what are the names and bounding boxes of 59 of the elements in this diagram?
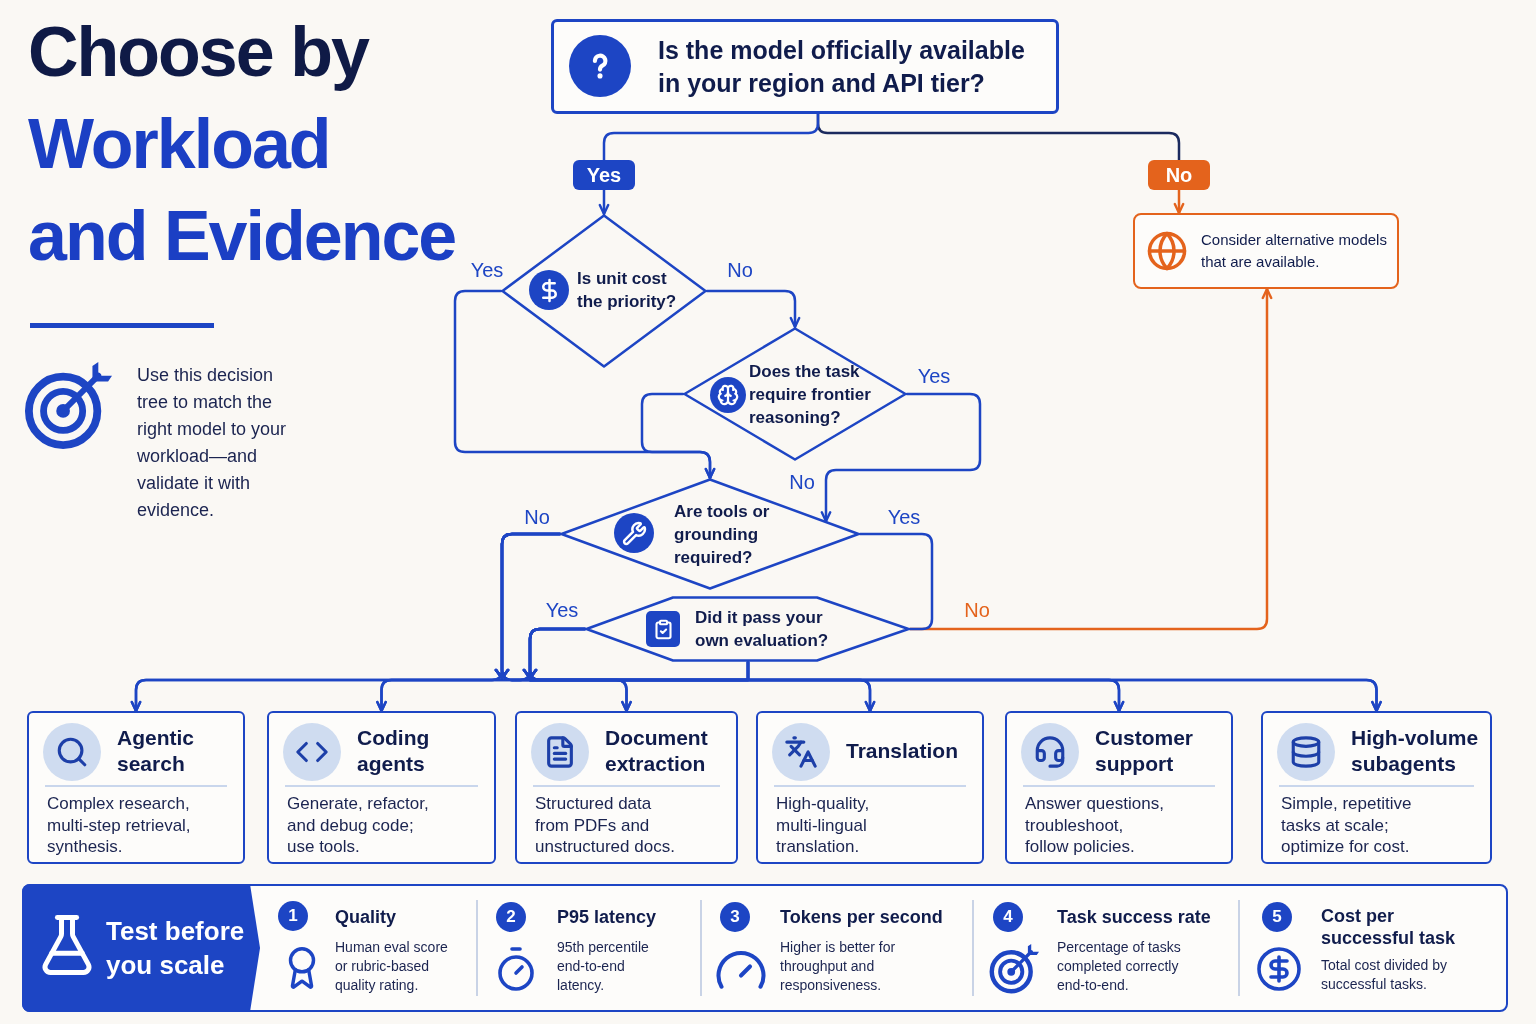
decision-diamond: [683, 327, 907, 461]
use-case-card: [27, 711, 245, 864]
description-text: Use this decision tree to match the right model to your workload—and validate it with evidence.: [137, 364, 288, 522]
question-text: Are tools or grounding required?: [674, 501, 771, 569]
card-description: Structured data from PDFs and unstructured docs.: [535, 793, 676, 858]
panel-heading: Test before you scale: [106, 915, 246, 982]
answer-tag: Yes: [573, 160, 635, 190]
arrow: [598, 188, 610, 216]
question-box: [551, 19, 1059, 114]
card-description: Generate, refactor, and debug code; use tools.: [287, 793, 430, 858]
answer-tag: No: [1148, 160, 1210, 190]
use-case-card: [1261, 711, 1492, 864]
metric-title: Cost per successful task: [1321, 905, 1457, 949]
connector-line: [858, 532, 934, 631]
card-description: Complex research, multi-step retrieval, synthesis.: [47, 793, 192, 858]
step-number: 5: [1262, 902, 1292, 932]
question-text: Is unit cost the priority?: [577, 268, 678, 313]
decision-diamond: [501, 214, 707, 368]
recommendation-box: [1133, 213, 1399, 289]
card-description: Simple, repetitive tasks at scale; optimize for cost.: [1281, 793, 1413, 858]
metric-title: Task success rate: [1057, 906, 1212, 928]
title: Choose by Workload and Evidence: [28, 12, 457, 277]
card-title: Translation: [846, 738, 959, 764]
metric-description: Percentage of tasks completed correctly end-to-end.: [1057, 938, 1182, 995]
arrow: [705, 289, 801, 329]
step-number: 3: [720, 902, 750, 932]
card-description: High-quality, multi-lingual translation.: [776, 793, 871, 858]
card-description: Answer questions, troubleshoot, follow policies.: [1025, 793, 1165, 858]
branch-label: No: [789, 470, 815, 494]
question-text: Does the task require frontier reasoning?: [749, 361, 872, 429]
card-title: Customer support: [1095, 725, 1195, 777]
arrow: [820, 392, 982, 523]
use-case-card: [1005, 711, 1233, 864]
arrow: [453, 289, 716, 480]
card-title: Coding agents: [357, 725, 431, 777]
step-number: 1: [278, 901, 308, 931]
card-title: Agentic search: [117, 725, 195, 777]
arrow: [130, 532, 562, 713]
use-case-card: [756, 711, 984, 864]
card-title: High-volume subagents: [1351, 725, 1480, 777]
metric-description: Total cost divided by successful tasks.: [1321, 956, 1449, 994]
use-case-card: [267, 711, 496, 864]
metric-description: 95th percentile end-to-end latency.: [557, 938, 650, 995]
metrics-panel: [22, 884, 1508, 1012]
metric-description: Human eval score or rubric-based quality rating.: [335, 938, 449, 995]
step-number: 2: [496, 902, 526, 932]
metric-description: Higher is better for throughput and responsiveness.: [780, 938, 897, 995]
use-case-card: [515, 711, 738, 864]
step-number: 4: [993, 902, 1023, 932]
note-text: Consider alternative models that are available.: [1201, 230, 1388, 272]
metric-title: Quality: [335, 906, 397, 928]
decision-hexagon: [585, 596, 910, 662]
metric-title: Tokens per second: [780, 906, 944, 928]
connector-line: [602, 112, 820, 162]
question-text: Did it pass your own evaluation?: [695, 607, 830, 652]
metric-title: P95 latency: [557, 906, 658, 928]
question-text: Is the model officially available in your region and API tier?: [658, 34, 1026, 99]
arrow: [1173, 188, 1185, 215]
card-title: Document extraction: [605, 725, 709, 777]
